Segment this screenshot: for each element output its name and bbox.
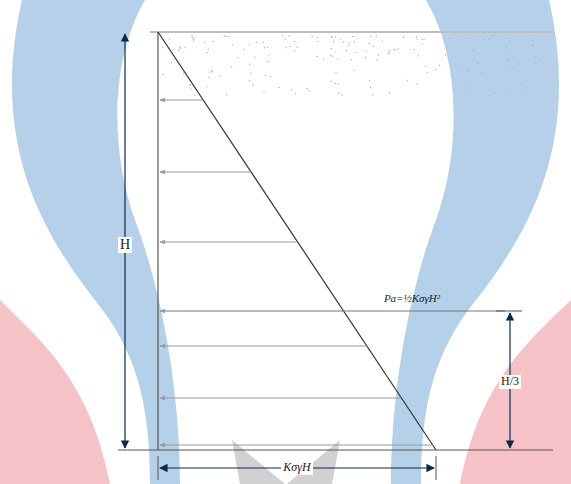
dimension-tick	[158, 456, 159, 480]
pressure-arrows	[160, 100, 433, 445]
base-line	[118, 450, 553, 451]
dimension-tick	[436, 456, 437, 480]
resultant-arrow	[160, 311, 505, 312]
wall-line	[157, 32, 158, 450]
ground-surface	[150, 31, 553, 33]
soil-texture	[162, 35, 540, 96]
third-height-label: H/3	[499, 375, 521, 388]
height-label: H	[118, 237, 132, 252]
pressure-line	[158, 32, 436, 450]
resultant-label: Pa=½KσγH²	[384, 292, 440, 304]
base-pressure-label: KσγH	[281, 461, 312, 474]
dimension-tick	[496, 311, 522, 312]
